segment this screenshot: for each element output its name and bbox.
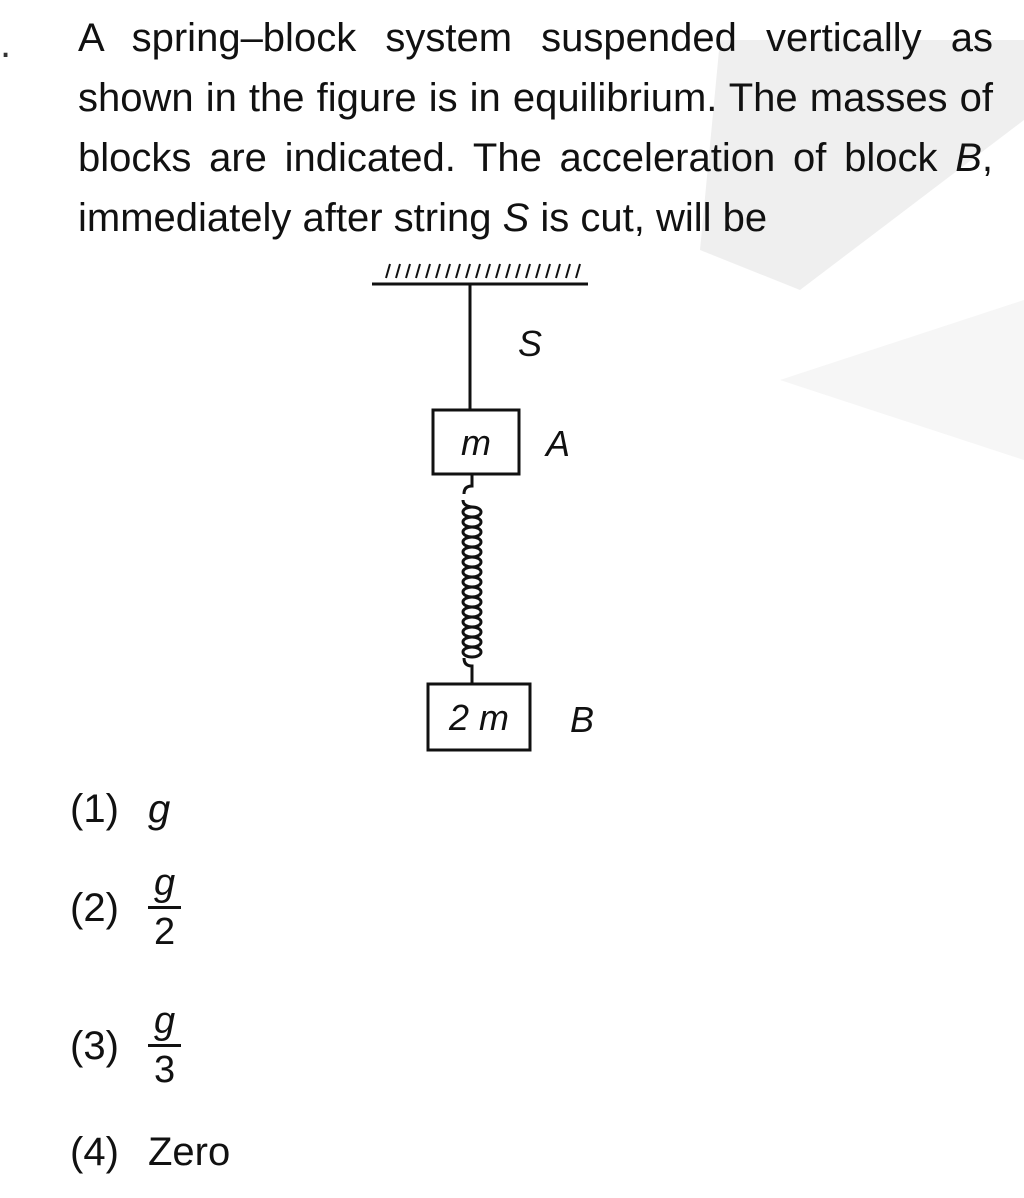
option-1[interactable]: (1) g bbox=[70, 785, 170, 833]
question-var-s: S bbox=[502, 196, 530, 240]
question-text-mid: , immediately after string bbox=[78, 136, 993, 240]
option-4-value: Zero bbox=[148, 1130, 231, 1174]
question-number: . bbox=[0, 22, 12, 66]
option-2-numerator: g bbox=[148, 862, 182, 909]
option-4[interactable]: (4) Zero bbox=[70, 1128, 230, 1176]
option-2-number: (2) bbox=[70, 885, 119, 930]
block-b-label: B bbox=[570, 699, 594, 740]
option-3-denominator: 3 bbox=[154, 1049, 176, 1091]
question-text-post: is cut, will be bbox=[529, 196, 768, 240]
option-3-numerator: g bbox=[148, 1000, 182, 1047]
block-a-mass: m bbox=[461, 422, 491, 463]
question-text: A spring–block system suspended vertical… bbox=[78, 8, 993, 248]
option-3-number: (3) bbox=[70, 1023, 119, 1068]
option-1-number: (1) bbox=[70, 787, 119, 831]
option-2-fraction: g 2 bbox=[148, 862, 182, 953]
string-label: S bbox=[518, 323, 542, 364]
option-4-number: (4) bbox=[70, 1130, 119, 1174]
option-3[interactable]: (3) g 3 bbox=[70, 1000, 182, 1091]
block-a bbox=[431, 408, 521, 476]
option-1-value: g bbox=[148, 787, 171, 831]
question-text-pre: A spring–block system suspended vertical… bbox=[78, 16, 993, 180]
block-a-label: A bbox=[544, 423, 570, 464]
ceiling-hatch bbox=[385, 263, 581, 279]
option-2[interactable]: (2) g 2 bbox=[70, 862, 182, 953]
spring-block-figure: S m A 2 m B bbox=[372, 263, 594, 752]
option-3-fraction: g 3 bbox=[148, 1000, 182, 1091]
block-b-mass: 2 m bbox=[448, 697, 509, 738]
question-var-b: B bbox=[955, 136, 982, 180]
block-b bbox=[426, 682, 532, 752]
spring bbox=[461, 474, 483, 684]
option-2-denominator: 2 bbox=[154, 911, 176, 953]
